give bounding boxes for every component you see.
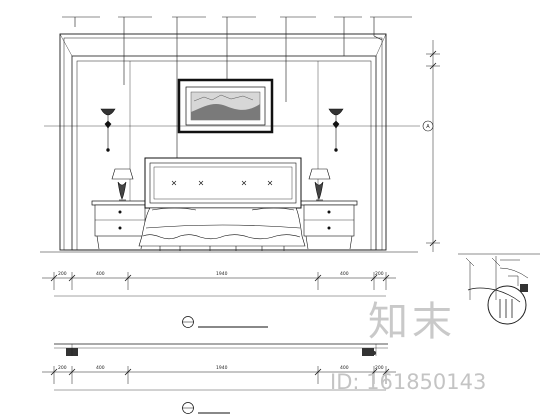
- dim-upper-5: 200: [375, 271, 384, 277]
- detail-callout-circle: [487, 285, 527, 325]
- dim-upper-2: 400: [96, 271, 105, 277]
- vertical-dimension: [426, 40, 440, 252]
- table-lamp-left: [111, 168, 134, 201]
- axis-marker-label: A: [426, 124, 430, 130]
- table-lamp-right: [308, 168, 331, 201]
- watermark-id: ID: 161850143: [330, 370, 486, 394]
- drawing-title-lower: [182, 402, 230, 414]
- detail-section: [458, 253, 540, 303]
- bed-body: [138, 207, 306, 251]
- bed-headboard: [144, 157, 302, 209]
- nightstand-right: [300, 200, 358, 250]
- dim-lower-5: 200: [375, 365, 384, 371]
- callout-leaders: [62, 16, 412, 170]
- dim-upper-1: 200: [58, 271, 67, 277]
- dimension-values-upper: 200 400 1940 400 200: [58, 271, 384, 277]
- lower-elevation: [54, 343, 388, 356]
- dim-lower-2: 400: [96, 365, 105, 371]
- dim-lower-1: 200: [58, 365, 67, 371]
- dimension-row-lower: [42, 366, 396, 391]
- dim-lower-4: 400: [340, 365, 349, 371]
- watermark: 知末 ID: 161850143: [330, 299, 486, 394]
- wall-sconce-right: [328, 108, 344, 152]
- dim-upper-3: 1940: [216, 271, 228, 277]
- watermark-brand: 知末: [368, 299, 456, 345]
- dim-lower-3: 1940: [216, 365, 228, 371]
- nightstand-left: [91, 200, 149, 250]
- wall-artwork: [177, 78, 274, 134]
- dim-upper-4: 400: [340, 271, 349, 277]
- wall-sconce-left: [100, 108, 116, 152]
- dimension-values-lower: 200 400 1940 400 200: [58, 365, 384, 371]
- drawing-title-upper: [182, 316, 268, 328]
- dimension-row-upper: [40, 251, 418, 297]
- axis-marker: A: [422, 120, 434, 132]
